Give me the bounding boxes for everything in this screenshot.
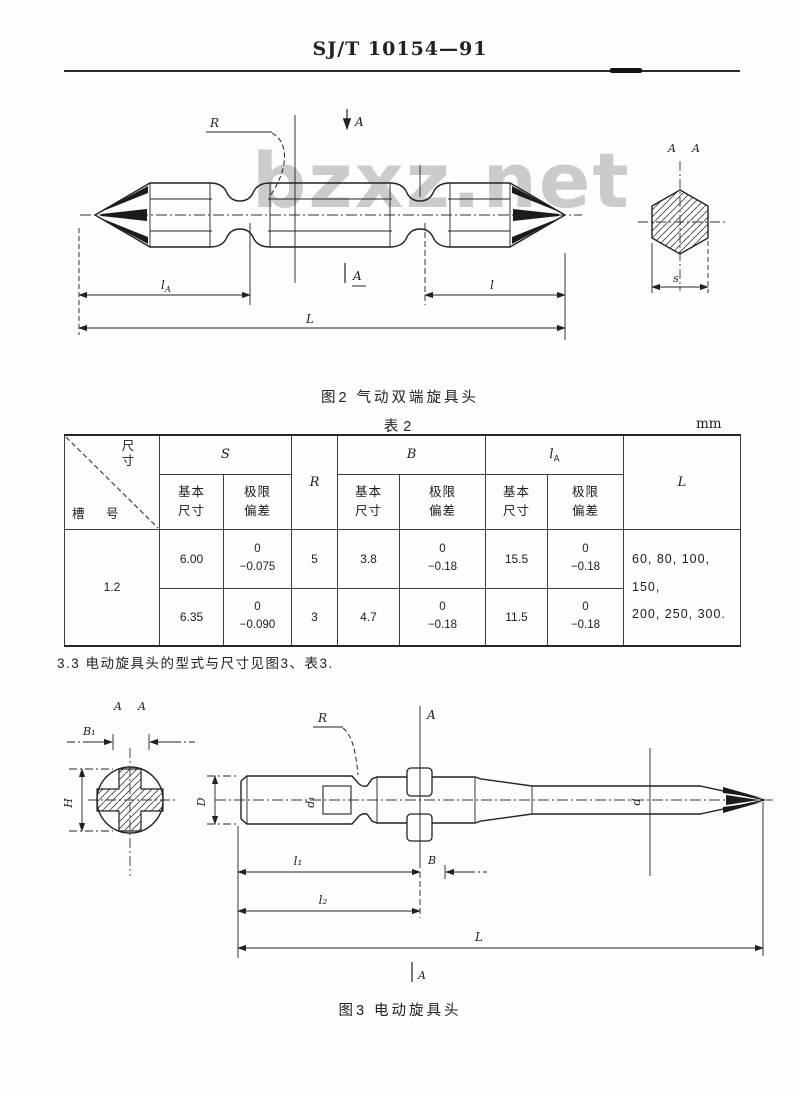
fig3-label-r: R bbox=[317, 711, 327, 725]
fig2-aa-label-2: A bbox=[691, 142, 700, 155]
table2-col-r: R bbox=[291, 434, 338, 530]
fig2-section-line-a bbox=[294, 109, 421, 287]
table2-subhdr-b-basic: 基本尺寸 bbox=[337, 474, 400, 530]
fig3-aa-label-2: A bbox=[137, 700, 146, 713]
table-row: 1.2 6.00 0−0.075 5 3.8 0−0.18 15.5 0−0.1… bbox=[64, 529, 741, 647]
fig3-dim-label-l1: l₁ bbox=[294, 854, 303, 868]
figure2-caption: 图2 气动双端旋具头 bbox=[320, 390, 480, 406]
fig3-radius-callout: R bbox=[313, 711, 359, 776]
watermark-text: bzxz.net bbox=[252, 136, 631, 225]
fig2-section-label-top: A bbox=[354, 115, 364, 129]
fig3-dim-d-big bbox=[207, 775, 239, 825]
corner-diagonal bbox=[65, 436, 159, 529]
cell-r: 3 bbox=[291, 588, 338, 647]
fig3-dim-label-d1: d₁ bbox=[304, 796, 317, 807]
fig3-dim-label-h: H bbox=[62, 798, 75, 809]
table2-group-b: B bbox=[337, 434, 486, 475]
cell-b-dev: 0−0.18 bbox=[399, 588, 486, 647]
cell-la-dev: 0−0.18 bbox=[547, 529, 624, 589]
cell-la-dev: 0−0.18 bbox=[547, 588, 624, 647]
cell-r: 5 bbox=[291, 529, 338, 589]
table2-subhdr-s-basic: 基本尺寸 bbox=[159, 474, 224, 530]
fig2-dimensions bbox=[78, 223, 566, 340]
fig2-dim-label-total-length: L bbox=[305, 312, 314, 326]
table2: 尺寸 槽 号 S R B lA L 基本尺寸 极限偏差 基本尺寸 极限偏差 基本… bbox=[64, 434, 741, 647]
standard-code-header: SJ/T 10154—91 bbox=[312, 38, 488, 60]
cell-s-basic: 6.35 bbox=[159, 588, 224, 647]
cell-slot-number: 1.2 bbox=[64, 529, 160, 647]
fig3-dim-label-d: d bbox=[630, 798, 643, 805]
cell-b-basic: 4.7 bbox=[337, 588, 400, 647]
cell-la-basic: 15.5 bbox=[485, 529, 548, 589]
table2-col-l: L bbox=[623, 434, 741, 530]
fig3-dim-label-d-big: D bbox=[195, 797, 208, 807]
table-row: 6.35 0−0.090 3 4.7 0−0.18 11.5 0−0.18 bbox=[65, 588, 741, 647]
fig3-section-line-a bbox=[419, 706, 651, 876]
figure3-caption: 图3 电动旋具头 bbox=[338, 1003, 462, 1019]
fig2-aa-label-1: A bbox=[667, 142, 676, 155]
fig3-cross-section: A A B₁ H bbox=[62, 700, 195, 876]
fig3-dim-label-l2: l₂ bbox=[319, 893, 328, 907]
table2-group-la: lA bbox=[485, 434, 624, 475]
figure2-drawing: R A A lA l L A A bbox=[78, 109, 728, 340]
clause-3-3-text: 3.3 电动旋具头的型式与尺寸见图3、表3. bbox=[57, 656, 334, 671]
fig2-dim-label-la: lA bbox=[161, 278, 171, 295]
fig3-detent-lugs bbox=[406, 767, 433, 842]
cell-b-basic: 3.8 bbox=[337, 529, 400, 589]
table2-subhdr-s-dev: 极限偏差 bbox=[223, 474, 292, 530]
fig2-phillips-tip-left bbox=[98, 186, 148, 244]
fig3-dim-label-b: B bbox=[427, 854, 436, 867]
cell-l-values: 60, 80, 100, 150,200, 250, 300. bbox=[623, 529, 741, 647]
fig3-bit-outline bbox=[240, 775, 766, 825]
table2-group-s: S bbox=[159, 434, 292, 475]
corner-label-slot: 槽 号 bbox=[72, 507, 128, 522]
table2-subhdr-la-basic: 基本尺寸 bbox=[485, 474, 548, 530]
fig2-section-label-bottom: A bbox=[352, 269, 362, 283]
cell-b-dev: 0−0.18 bbox=[399, 529, 486, 589]
figure3-drawing: A A B₁ H bbox=[62, 700, 773, 982]
fig3-aa-label-1: A bbox=[113, 700, 122, 713]
fig3-section-label-top: A bbox=[426, 708, 436, 722]
fig2-hex-section: A A s bbox=[638, 142, 728, 293]
fig3-phillips-tip bbox=[723, 787, 762, 813]
table2-title: 表2 bbox=[383, 419, 417, 435]
cell-s-dev: 0−0.090 bbox=[223, 588, 292, 647]
cell-s-basic: 6.00 bbox=[159, 529, 224, 589]
table2-subhdr-la-dev: 极限偏差 bbox=[547, 474, 624, 530]
fig2-phillips-tip-right bbox=[512, 186, 562, 244]
fig2-radius-callout: R bbox=[206, 116, 285, 197]
header-rule bbox=[64, 70, 740, 72]
fig3-dim-label-b1: B₁ bbox=[82, 725, 96, 738]
fig2-dim-label-l: l bbox=[490, 278, 494, 292]
table2-corner-cell: 尺寸 槽 号 bbox=[64, 434, 160, 530]
cell-s-dev: 0−0.075 bbox=[223, 529, 292, 589]
corner-label-dimension: 尺寸 bbox=[121, 439, 135, 468]
table2-unit: mm bbox=[696, 416, 722, 432]
cell-la-basic: 11.5 bbox=[485, 588, 548, 647]
table2-grid: 尺寸 槽 号 S R B lA L 基本尺寸 极限偏差 基本尺寸 极限偏差 基本… bbox=[64, 434, 741, 647]
table2-subhdr-b-dev: 极限偏差 bbox=[399, 474, 486, 530]
fig3-dim-label-total-length: L bbox=[474, 930, 483, 944]
fig3-section-label-bottom: A bbox=[417, 969, 426, 982]
fig3-dimensions bbox=[237, 802, 764, 982]
fig2-label-r: R bbox=[209, 116, 219, 130]
header-rule-smudge bbox=[610, 68, 642, 73]
fig2-dim-label-s: s bbox=[673, 272, 679, 285]
